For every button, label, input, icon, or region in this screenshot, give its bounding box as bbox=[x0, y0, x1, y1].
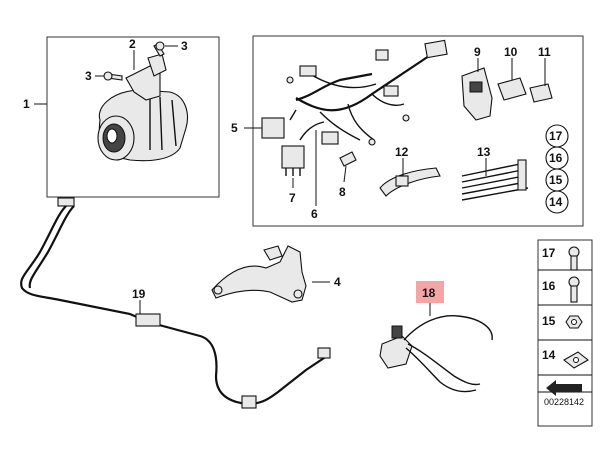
cable-ties-drawing bbox=[461, 159, 529, 201]
screw-top-drawing bbox=[153, 41, 165, 57]
harness-drawing bbox=[261, 39, 448, 146]
callout-19: 19 bbox=[132, 287, 146, 301]
hardware-label-15: 15 bbox=[542, 314, 556, 328]
circled-list-group: 17 16 15 14 bbox=[545, 124, 569, 214]
callout-5: 5 bbox=[231, 121, 238, 135]
hardware-panel-frame bbox=[537, 239, 593, 427]
callout-3-top: 3 bbox=[181, 39, 188, 53]
callout-8: 8 bbox=[339, 185, 346, 199]
nut-15-drawing bbox=[565, 315, 583, 329]
hardware-label-17: 17 bbox=[542, 246, 556, 260]
wiring-harness-group: 5 6 7 8 9 10 11 12 13 17 16 15 14 bbox=[231, 35, 584, 227]
hardware-panel: 17 16 15 14 00228142 bbox=[537, 239, 593, 427]
wiring-harness-frame bbox=[252, 35, 584, 227]
fog-light-frame bbox=[46, 36, 220, 198]
circled-16: 16 bbox=[549, 151, 563, 165]
stabilizer-bar-drawing: 19 bbox=[20, 197, 331, 409]
hardware-label-16: 16 bbox=[542, 279, 556, 293]
highlight-box-18 bbox=[416, 281, 444, 303]
cable-tie-holder-drawing bbox=[379, 167, 441, 197]
callout-12: 12 bbox=[395, 145, 409, 159]
circled-14: 14 bbox=[549, 195, 563, 209]
hardware-label-14: 14 bbox=[542, 348, 556, 362]
fuse-drawing bbox=[339, 151, 357, 167]
document-id: 00228142 bbox=[544, 397, 584, 407]
bracket-drawing: 4 bbox=[211, 245, 341, 303]
connector-10-drawing bbox=[497, 77, 527, 101]
fog-light-drawing bbox=[97, 41, 188, 162]
arrow-icon bbox=[546, 380, 582, 396]
callout-4: 4 bbox=[334, 275, 341, 289]
callout-3-left: 3 bbox=[85, 69, 92, 83]
callout-11: 11 bbox=[538, 45, 551, 59]
circled-17: 17 bbox=[549, 129, 563, 143]
clip-nut-14-drawing bbox=[563, 351, 589, 369]
callout-18: 18 bbox=[422, 286, 436, 300]
fog-light-group: 1 2 3 3 bbox=[23, 36, 220, 198]
wire-harness-18-drawing: 18 bbox=[379, 281, 493, 393]
connector-housing-drawing bbox=[461, 67, 493, 121]
connector-11-drawing bbox=[529, 83, 553, 103]
screw-left-drawing bbox=[103, 71, 123, 81]
callout-10: 10 bbox=[504, 45, 518, 59]
bolt-16-drawing bbox=[568, 276, 580, 303]
callout-13: 13 bbox=[477, 145, 491, 159]
relay-drawing bbox=[281, 145, 305, 176]
bolt-17-drawing bbox=[568, 246, 580, 271]
callout-6: 6 bbox=[311, 207, 318, 221]
callout-2: 2 bbox=[129, 37, 136, 51]
callout-7: 7 bbox=[289, 191, 296, 205]
circled-15: 15 bbox=[549, 173, 563, 187]
callout-1: 1 bbox=[23, 97, 30, 111]
callout-9: 9 bbox=[474, 45, 481, 59]
